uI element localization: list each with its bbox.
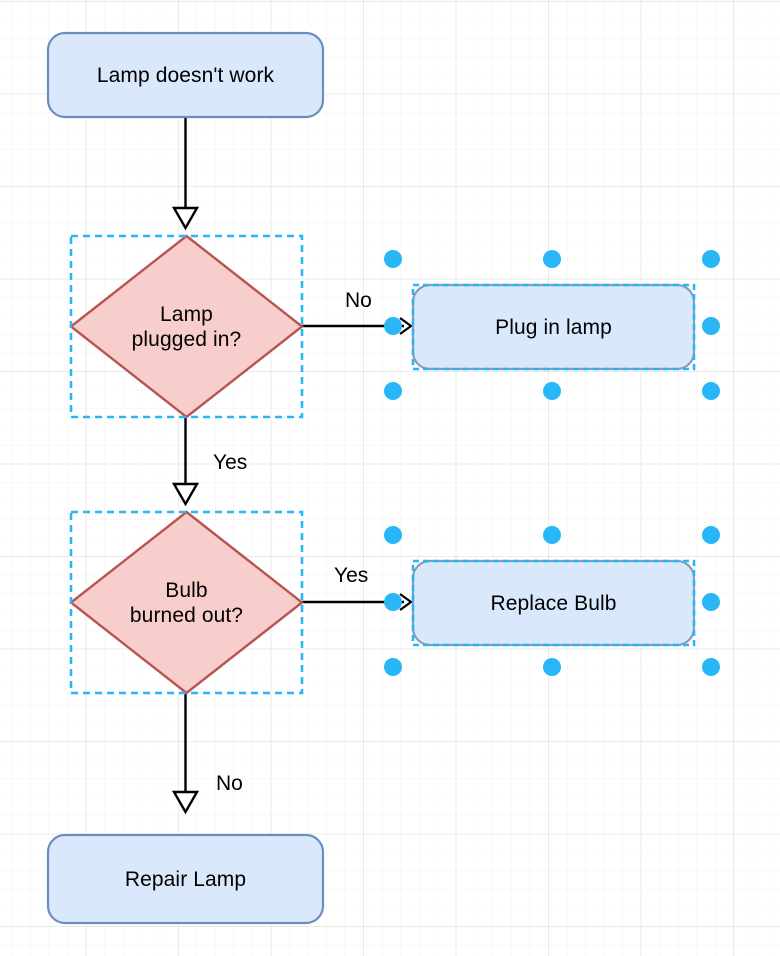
- edge-label-plugged-yes: Yes: [213, 451, 248, 474]
- resize-handle-bottom-center[interactable]: [543, 382, 561, 400]
- resize-handle-middle-left[interactable]: [384, 317, 402, 335]
- edge-bulb-no[interactable]: [171, 693, 200, 815]
- resize-handle-top-center[interactable]: [543, 526, 561, 544]
- selection-outline-replace-bulb: [411, 559, 696, 647]
- selection-handles-plug-in-lamp[interactable]: [384, 250, 720, 400]
- node-lamp-doesnt-work[interactable]: [46, 31, 325, 119]
- edge-label-plugged-no: No: [345, 289, 372, 312]
- arrowhead-open-triangle: [171, 790, 200, 815]
- arrowhead-open-triangle: [171, 206, 200, 231]
- edge-label-bulb-no: No: [216, 772, 243, 795]
- node-bulb-burned-out[interactable]: [69, 510, 304, 695]
- resize-handle-bottom-center[interactable]: [543, 658, 561, 676]
- resize-handle-top-center[interactable]: [543, 250, 561, 268]
- resize-handle-middle-left[interactable]: [384, 593, 402, 611]
- edge-plugged-yes[interactable]: [171, 417, 200, 507]
- resize-handle-middle-right[interactable]: [702, 593, 720, 611]
- node-repair-lamp[interactable]: [46, 833, 325, 925]
- edge-label-bulb-yes: Yes: [334, 564, 369, 587]
- selection-outline-bulb-burned-out: [69, 510, 304, 695]
- resize-handle-top-right[interactable]: [702, 526, 720, 544]
- resize-handle-top-left[interactable]: [384, 526, 402, 544]
- resize-handle-middle-right[interactable]: [702, 317, 720, 335]
- resize-handle-bottom-right[interactable]: [702, 382, 720, 400]
- node-replace-bulb[interactable]: [411, 559, 696, 647]
- arrowhead-open-triangle: [171, 482, 200, 507]
- resize-handle-top-right[interactable]: [702, 250, 720, 268]
- selection-outline-plug-in-lamp: [411, 283, 696, 371]
- resize-handle-bottom-left[interactable]: [384, 658, 402, 676]
- arrowhead-thin-chevron: [399, 593, 413, 611]
- node-lamp-plugged-in[interactable]: [69, 234, 304, 419]
- resize-handle-bottom-left[interactable]: [384, 382, 402, 400]
- edge-start-to-plugged[interactable]: [171, 117, 200, 231]
- selection-outline-lamp-plugged-in: [69, 234, 304, 419]
- node-plug-in-lamp[interactable]: [411, 283, 696, 371]
- resize-handle-top-left[interactable]: [384, 250, 402, 268]
- arrowhead-thin-chevron: [399, 317, 413, 335]
- selection-handles-replace-bulb[interactable]: [384, 526, 720, 676]
- resize-handle-bottom-right[interactable]: [702, 658, 720, 676]
